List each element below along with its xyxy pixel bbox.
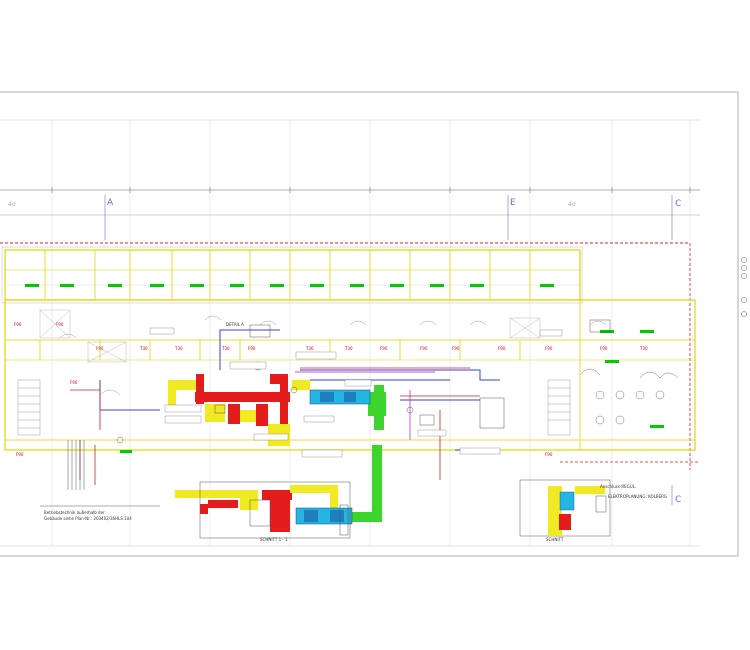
fire-rating: F90: [56, 322, 64, 327]
grid-mark-left: 4o: [8, 201, 16, 208]
detail-label: DETAIL A: [226, 322, 244, 327]
piping-magenta: [295, 371, 435, 440]
room-dividers: [39, 250, 531, 360]
building-walls: [1, 246, 696, 451]
fire-rating: F90: [545, 452, 553, 457]
dimension-ticks: [51, 187, 691, 193]
legend-right-1: ELEKTROPLANUNG: KOLBERG: [608, 494, 667, 499]
margin-symbols: [741, 257, 747, 317]
stair-left: [17, 379, 41, 436]
axis-label-c-bottom: C: [675, 495, 681, 505]
fire-rating: F90: [545, 346, 553, 351]
section-label-right: SCHNITT: [546, 537, 564, 542]
axis-marker-e: E: [507, 195, 516, 240]
fire-rating: F90: [452, 346, 460, 351]
fire-rating: F90: [16, 452, 24, 457]
axis-label-e: E: [510, 198, 516, 208]
fire-rating: T30: [305, 346, 314, 351]
grid-mark-right: 4o: [568, 201, 576, 208]
fire-rating: T30: [344, 346, 353, 351]
fire-rating: F90: [70, 380, 78, 385]
section-label: SCHNITT 1 - 1: [260, 537, 288, 542]
legend-right-2: Anschluss-REGUL.: [600, 484, 636, 489]
door-swings: [59, 315, 607, 396]
air-handling-units: [295, 389, 371, 525]
note-line-2: Gebäude siehe Plan-Nr.: 203402/36HLS 104: [44, 516, 132, 521]
stair-right: [547, 379, 571, 436]
axis-marker-c-bottom: C: [671, 485, 681, 505]
axis-marker-c-top: C: [671, 195, 681, 240]
section-right: [519, 479, 611, 537]
grid-lines: [51, 120, 691, 546]
duct-outdoor-green: [350, 385, 386, 522]
note-line-1: Betriebstechnik außerhalb der: [44, 510, 105, 515]
fire-rating: F90: [14, 322, 22, 327]
room-tags: [25, 284, 664, 453]
duct-supply-red: [195, 374, 292, 532]
section-detail: [199, 481, 351, 539]
fire-rating: T30: [139, 346, 148, 351]
fire-rating: T30: [639, 346, 648, 351]
fire-rating: F90: [248, 346, 256, 351]
restroom-fixtures: [579, 368, 679, 425]
fire-rating: F90: [600, 346, 608, 351]
fire-rating: T30: [221, 346, 230, 351]
hatched-areas: [39, 309, 541, 363]
fire-rating: F90: [498, 346, 506, 351]
axis-label-c-top: C: [675, 199, 681, 209]
riser-pipes: [67, 440, 85, 490]
axis-marker-a: A: [104, 195, 114, 240]
callout-boxes: [149, 327, 563, 458]
equipment-symbols: [116, 319, 611, 444]
fire-rating: F90: [380, 346, 388, 351]
fire-rating-labels: F90 F90 F90 T30 T30 T30 F90 T30 T30 F90 …: [14, 322, 648, 457]
axis-label-a: A: [107, 198, 114, 208]
fire-rating: F90: [420, 346, 428, 351]
fire-rating: T30: [174, 346, 183, 351]
